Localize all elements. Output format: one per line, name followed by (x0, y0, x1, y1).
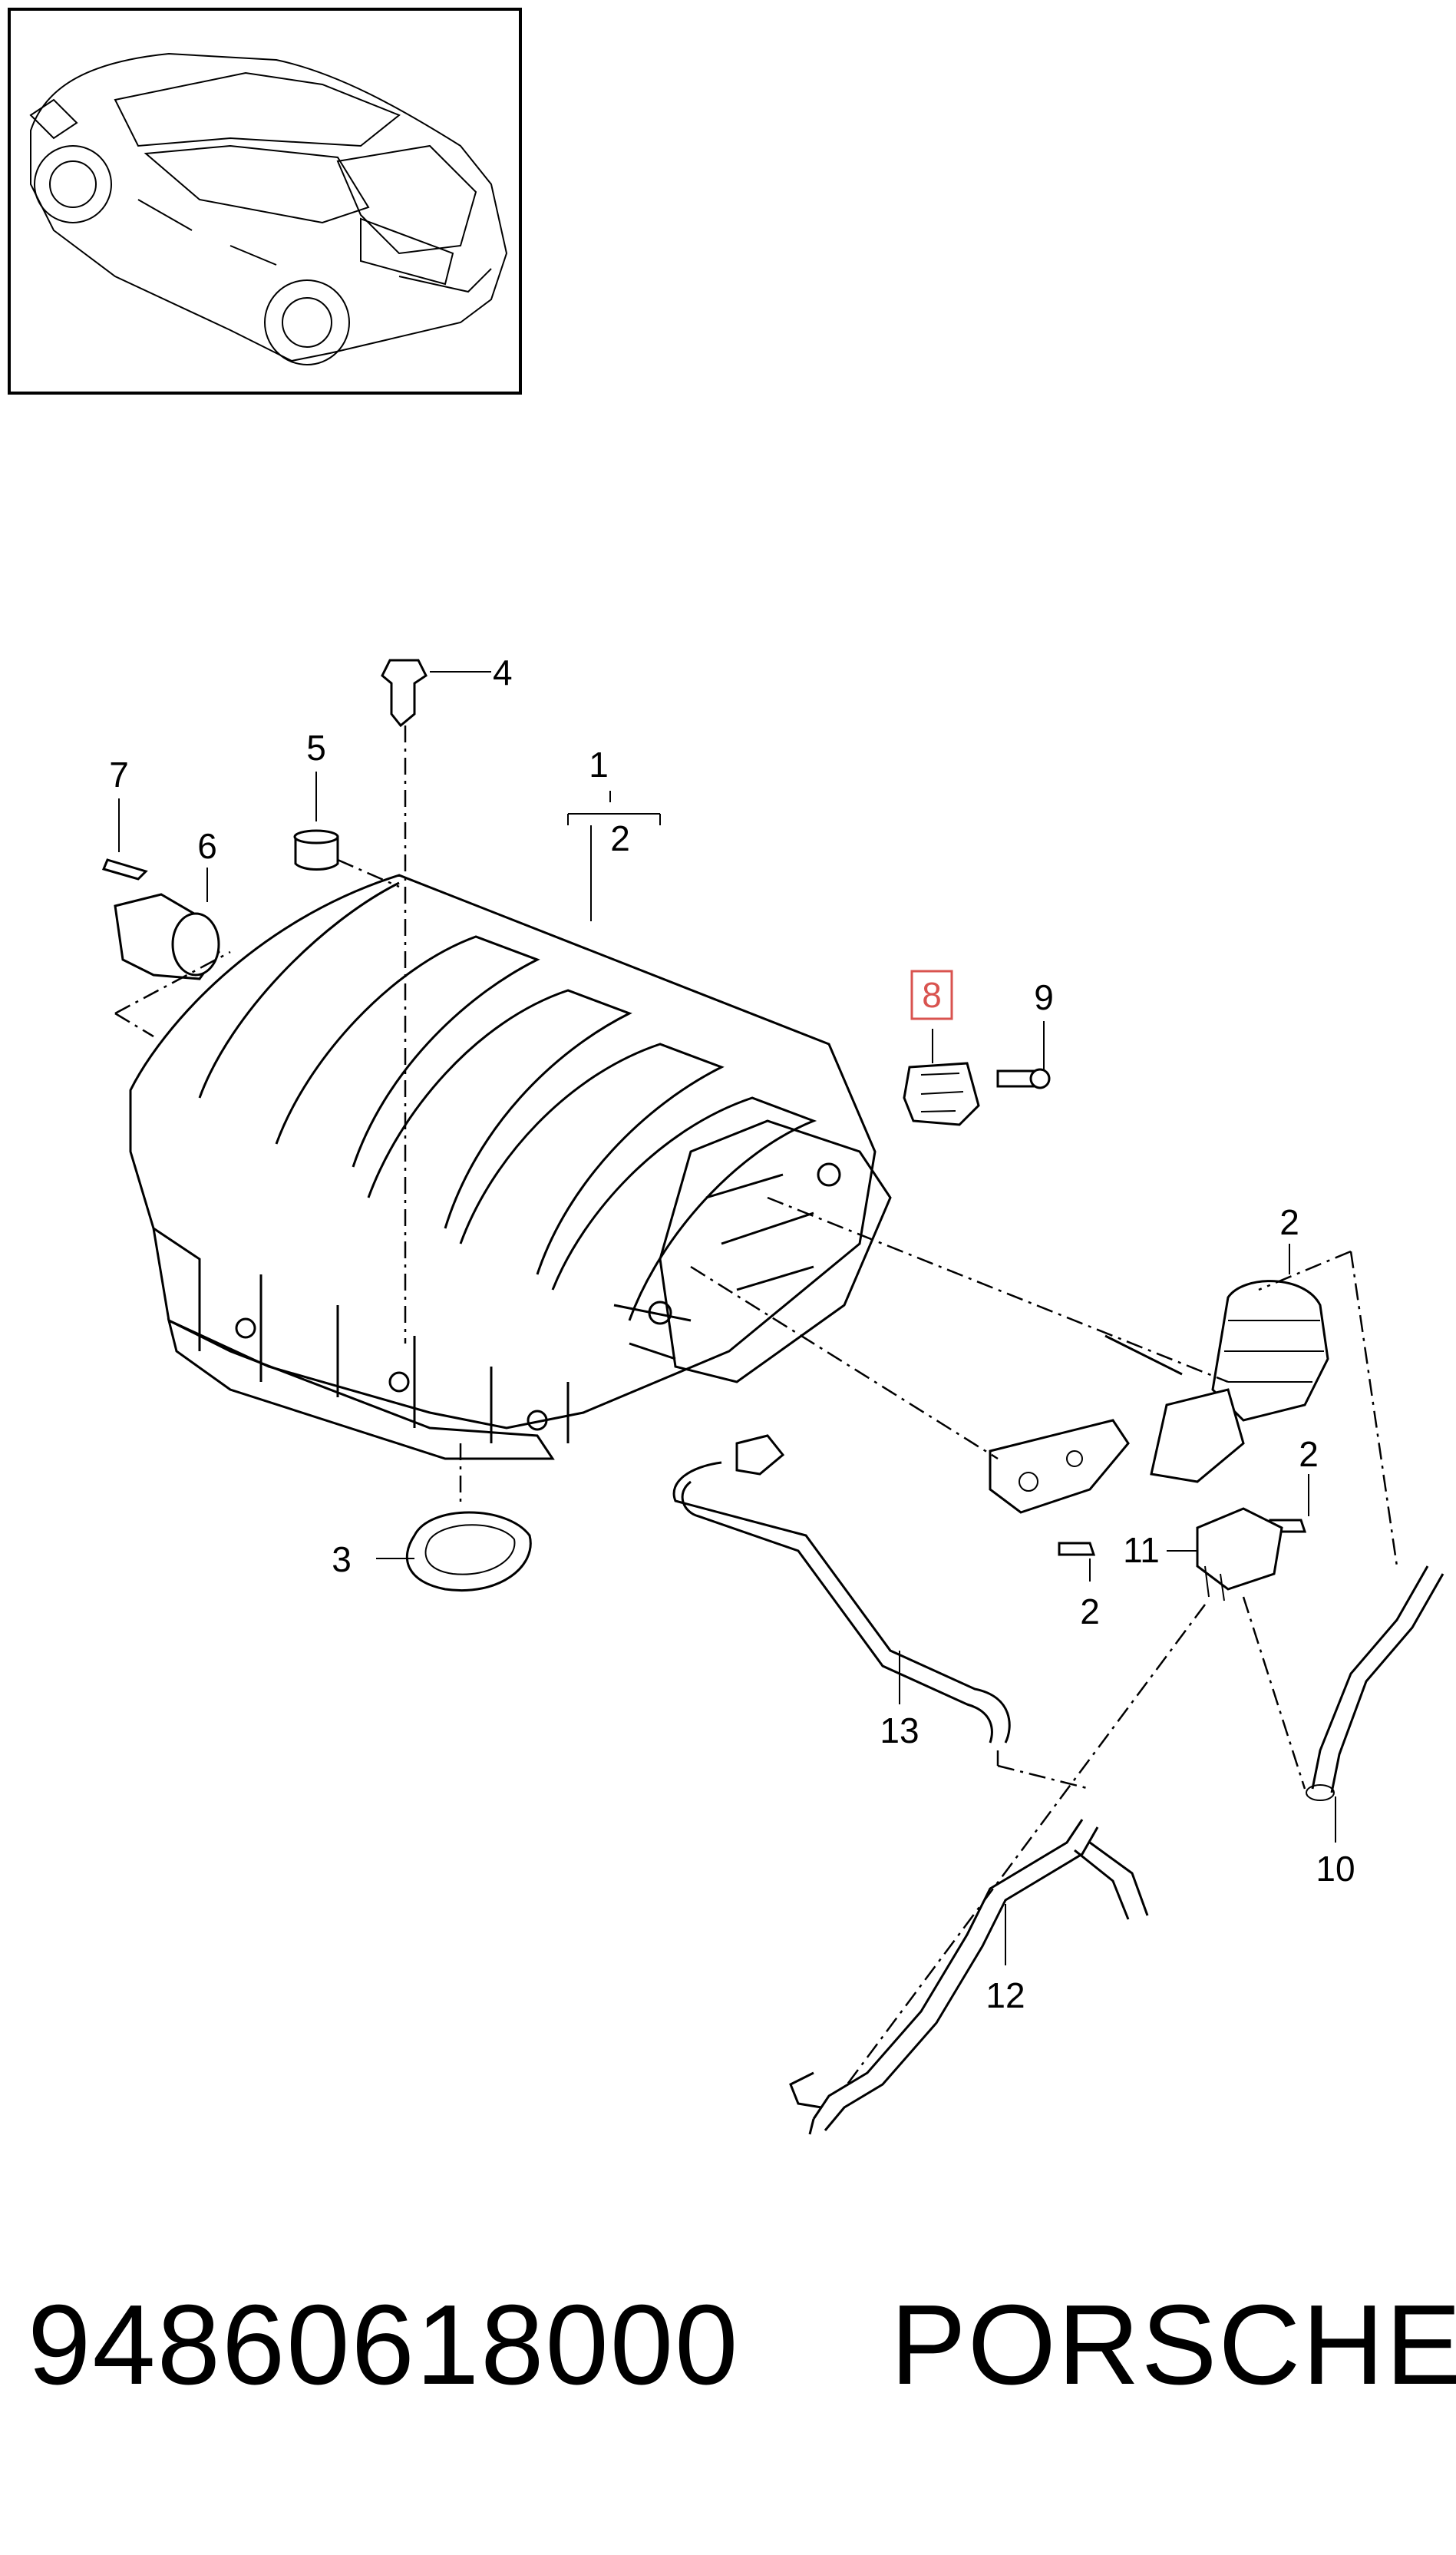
actuator-assembly-icon (690, 1196, 1398, 1567)
callout-5: 5 (306, 728, 326, 768)
part-4-plug-icon (381, 659, 428, 1344)
part-11-valve-icon (843, 1507, 1306, 2089)
part-12-hose-icon (789, 1819, 1149, 2135)
callout-9: 9 (1034, 977, 1054, 1017)
callout-3: 3 (332, 1539, 352, 1579)
brand-name: PORSCHE (890, 2282, 1456, 2408)
callout-8: 8 (922, 975, 942, 1015)
callout-4: 4 (493, 653, 513, 692)
callout-11: 11 (1123, 1530, 1160, 1570)
callout-2-bolt-right: 2 (1299, 1434, 1319, 1474)
callouts: 1 2 2 2 2 3 4 5 6 7 8 9 10 11 12 13 (109, 653, 1355, 2015)
leader-lines (118, 671, 1336, 1965)
callout-7: 7 (109, 755, 129, 795)
part-13-hose-icon (672, 1434, 1091, 1790)
vehicle-thumbnail-icon (8, 8, 522, 395)
callout-1: 1 (589, 745, 609, 785)
callout-12: 12 (986, 1975, 1025, 2015)
callout-6: 6 (197, 826, 217, 866)
callout-10: 10 (1316, 1849, 1355, 1889)
callout-2-right: 2 (1279, 1202, 1299, 1242)
part-6-sensor-icon (101, 858, 231, 1038)
callout-13: 13 (880, 1710, 919, 1750)
part-number: 94860618000 (28, 2282, 740, 2408)
part-3-gasket-icon (406, 1443, 532, 1592)
part-5-cap-icon (293, 829, 400, 888)
callout-2-top: 2 (610, 818, 630, 858)
part-8-component-icon (903, 1062, 1051, 1126)
intake-manifold-illustration-icon (129, 874, 892, 1460)
callout-8-highlight (910, 970, 953, 1020)
callout-2-bolt-low: 2 (1080, 1592, 1100, 1631)
part-10-hose-icon (1306, 1565, 1444, 1801)
